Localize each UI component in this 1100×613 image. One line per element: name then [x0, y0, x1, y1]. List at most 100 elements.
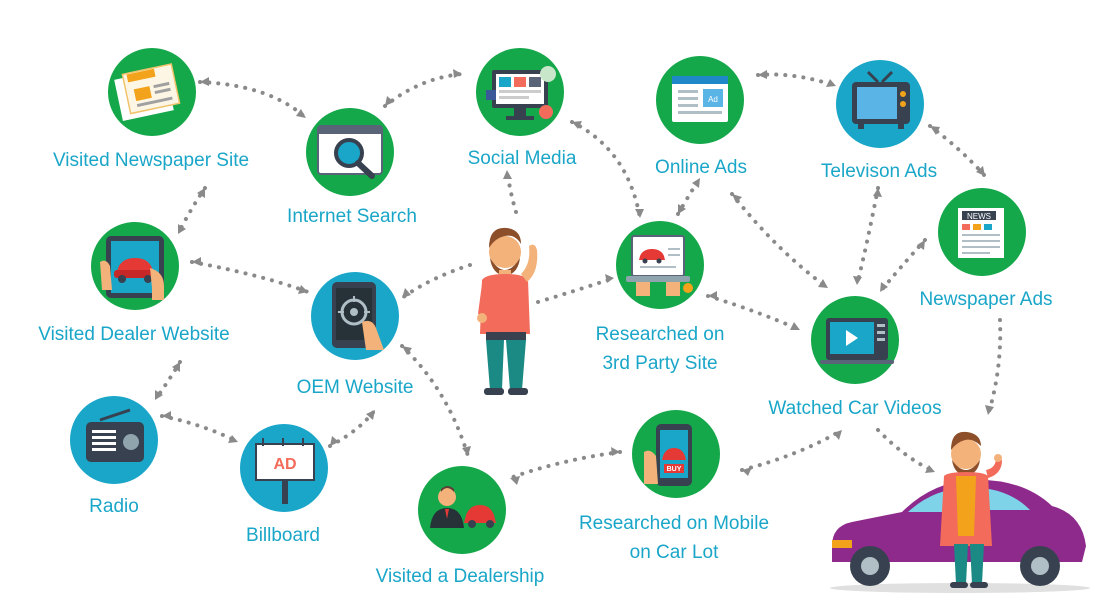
- arrowhead: [296, 109, 306, 118]
- arrowhead: [572, 121, 582, 129]
- social-monitor-icon: [486, 66, 556, 120]
- arrowhead: [917, 240, 925, 250]
- web-ad-icon: Ad: [672, 76, 728, 122]
- label-dealership: Visited a Dealership: [375, 566, 545, 587]
- node-billboard: AD: [240, 424, 328, 512]
- billboard-ad-icon: AD: [255, 438, 315, 504]
- label-online-ads: Online Ads: [655, 157, 747, 178]
- label-mobile-lot-line1: Researched on Mobile: [578, 513, 770, 534]
- video-player-icon: [820, 318, 894, 364]
- arrowhead: [503, 170, 512, 179]
- connector-newsads-videos: [878, 238, 927, 294]
- connector-mobile-dealership: [508, 450, 622, 480]
- connector-onlineads-videos: [730, 192, 830, 290]
- thinking-man-figure: [477, 227, 538, 395]
- arrowhead: [330, 436, 339, 446]
- connector-social-thirdparty: [570, 120, 642, 220]
- arrowhead: [510, 476, 520, 485]
- node-social-media: [476, 48, 564, 136]
- node-internet-search: [306, 108, 394, 196]
- arrowhead: [635, 209, 644, 218]
- node-online-ads: Ad: [656, 56, 744, 144]
- arrowhead: [976, 166, 985, 176]
- connector-radio-billboard: [160, 414, 240, 444]
- arrowhead: [985, 405, 994, 415]
- arrowhead: [708, 291, 717, 300]
- label-third-party-line1: Researched on: [595, 324, 725, 345]
- label-newspaper-site: Visited Newspaper Site: [52, 150, 250, 171]
- connector-person-thirdparty: [536, 276, 616, 304]
- node-mobile-lot: BUY: [632, 410, 720, 498]
- arrowhead: [453, 69, 462, 78]
- node-dealer-website: [91, 222, 179, 310]
- arrowhead: [402, 288, 411, 298]
- arrowhead: [758, 70, 767, 79]
- arrowhead: [298, 285, 308, 294]
- label-car-videos: Watched Car Videos: [768, 398, 942, 419]
- magnifier-browser-icon: [317, 125, 383, 179]
- tablet-car-icon: [100, 236, 164, 300]
- arrowhead: [611, 447, 620, 456]
- buy-button-text: BUY: [667, 466, 682, 473]
- arrowhead: [200, 77, 209, 86]
- label-oem-website: OEM Website: [296, 377, 414, 398]
- laptop-car-icon: [626, 235, 693, 296]
- label-internet-search: Internet Search: [287, 206, 417, 227]
- arrowhead: [818, 279, 828, 288]
- node-television-ads: [836, 60, 924, 148]
- arrowhead: [790, 322, 800, 330]
- billboard-sign-text: AD: [273, 456, 296, 473]
- connector-oem-dealership: [400, 344, 470, 458]
- node-radio: [70, 396, 158, 484]
- label-billboard: Billboard: [246, 525, 320, 546]
- connector-videos-buyer: [876, 428, 937, 474]
- arrowhead: [155, 390, 163, 400]
- arrowhead: [833, 430, 842, 440]
- node-oem-website: [311, 272, 399, 360]
- tablet-wheel-icon: [332, 282, 384, 350]
- arrowhead: [366, 410, 375, 420]
- dealer-person-icon: [430, 486, 496, 528]
- newspaper-icon: [114, 63, 181, 121]
- svg-text:Ad: Ad: [708, 95, 718, 104]
- arrowhead: [880, 282, 888, 292]
- label-dealer-website: Visited Dealer Website: [38, 324, 230, 345]
- arrowhead: [172, 362, 180, 372]
- connector-person-oem: [400, 263, 472, 300]
- arrowhead: [678, 204, 686, 214]
- connector-search-social: [383, 72, 464, 108]
- node-third-party: [616, 221, 704, 309]
- tv-icon: [852, 70, 910, 129]
- arrowhead: [197, 188, 205, 198]
- radio-icon: [86, 408, 144, 462]
- arrowhead: [925, 465, 935, 473]
- arrowheads: [155, 69, 994, 485]
- label-third-party-line2: 3rd Party Site: [602, 353, 718, 374]
- connector-newspaper-dealer: [176, 186, 207, 236]
- connector-tv-newspaperads: [928, 124, 987, 178]
- label-social-media: Social Media: [467, 148, 577, 169]
- label-radio: Radio: [89, 496, 139, 517]
- arrowhead: [402, 346, 412, 355]
- arrowhead: [462, 446, 471, 456]
- arrowhead: [930, 126, 940, 135]
- node-newspaper-site: [108, 48, 196, 136]
- node-newspaper-ads: NEWS: [938, 188, 1026, 276]
- arrowhead: [178, 224, 186, 234]
- arrowhead: [873, 188, 882, 197]
- label-television-ads: Televison Ads: [820, 161, 938, 182]
- connector-tv-videos: [855, 186, 880, 287]
- connector-onlineads-tv: [756, 72, 838, 88]
- svg-text:NEWS: NEWS: [967, 212, 991, 221]
- node-dealership: [418, 466, 506, 554]
- arrowhead: [228, 435, 238, 443]
- arrowhead: [192, 257, 201, 266]
- node-circle: [418, 466, 506, 554]
- arrowhead: [742, 467, 752, 476]
- man-with-car-figure: [830, 431, 1090, 593]
- phone-buy-icon: BUY: [644, 424, 692, 486]
- arrowhead: [853, 276, 862, 285]
- arrowhead: [605, 274, 614, 283]
- connector-newsads-buyer: [986, 318, 1003, 417]
